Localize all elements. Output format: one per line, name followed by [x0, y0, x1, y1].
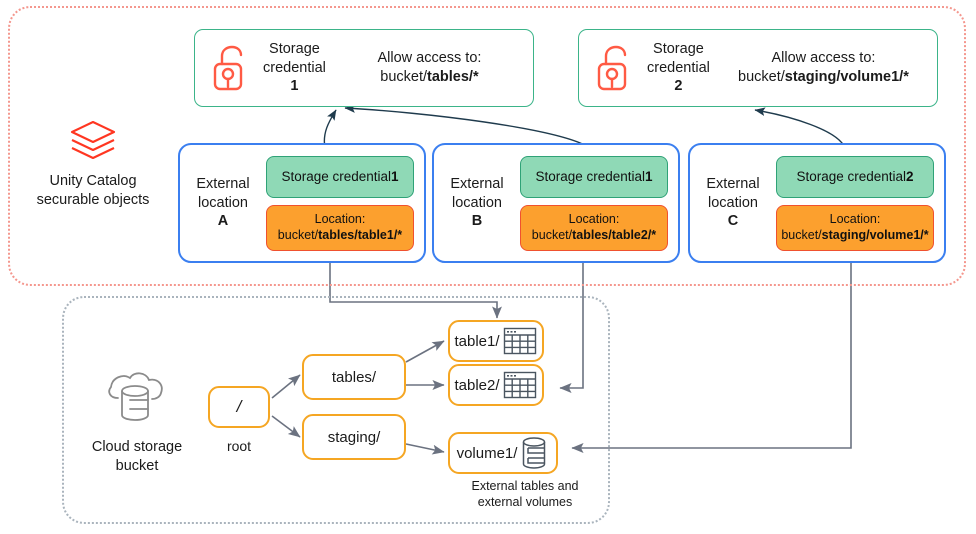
tree-node-table2[interactable]: table2/ [448, 364, 544, 406]
chip-location-b[interactable]: Location: bucket/tables/table2/* [520, 204, 668, 251]
allow-label: Allow access to: [377, 50, 482, 67]
external-tables-caption: External tables and external volumes [430, 478, 620, 511]
ext-letter: A [217, 213, 229, 230]
chip-credential-number: 2 [906, 169, 914, 184]
chip-location-prefix: bucket/ [781, 227, 822, 242]
tree-node-volume1-label: volume1/ [456, 444, 518, 462]
databricks-logo-icon [70, 120, 116, 160]
ext-name-line1: External [706, 175, 760, 192]
unlocked-padlock-icon [213, 45, 243, 91]
cloud-bucket-region [62, 296, 610, 524]
chip-storage-credential-c[interactable]: Storage credential 2 [776, 155, 934, 198]
ext-letter: C [727, 213, 739, 230]
tree-node-volume1[interactable]: volume1/ [448, 432, 558, 474]
ext-name-line2: location [452, 194, 502, 211]
cloud-bucket-label-line2: bucket [115, 457, 159, 474]
allow-label: Allow access to: [771, 50, 876, 67]
ext-name-line1: External [450, 175, 504, 192]
chip-location-value: bucket/staging/volume1/* [781, 228, 928, 244]
volume-cylinder-icon [523, 437, 546, 469]
tree-node-root-label: / [236, 397, 242, 416]
external-location-card-c[interactable]: External location C Storage credential 2… [688, 143, 946, 263]
external-location-name-a: External location A [180, 175, 266, 232]
allow-path: tables/* [427, 69, 479, 85]
caption-line1: External tables and [471, 479, 579, 493]
cloud-bucket-label: Cloud storage bucket [62, 368, 212, 475]
edge-extC-to-volume1 [571, 258, 852, 453]
chip-location-path: staging/volume1/* [821, 227, 929, 242]
external-location-chips-a: Storage credential 1 Location: bucket/ta… [266, 155, 424, 251]
table-grid-icon [503, 371, 536, 399]
external-location-name-c: External location C [690, 175, 776, 232]
external-location-chips-c: Storage credential 2 Location: bucket/st… [776, 155, 944, 251]
chip-location-label: Location: [314, 211, 366, 226]
tree-node-root-sublabel: root [226, 438, 252, 454]
chip-location-c[interactable]: Location: bucket/staging/volume1/* [776, 204, 934, 251]
chip-location-prefix: bucket/ [277, 227, 319, 242]
credential-title-1: Storage credential 1 [263, 40, 326, 97]
allow-path: staging/volume1/* [784, 69, 909, 85]
storage-credential-card-2[interactable]: Storage credential 2 Allow access to: bu… [578, 29, 938, 107]
tree-node-table2-label: table2/ [454, 376, 500, 394]
allow-prefix: bucket/ [738, 69, 785, 85]
chip-storage-credential-b[interactable]: Storage credential 1 [520, 155, 668, 198]
credential-title-2: Storage credential 2 [647, 40, 710, 97]
external-location-card-a[interactable]: External location A Storage credential 1… [178, 143, 426, 263]
chip-location-path: tables/table2/* [572, 227, 657, 242]
ext-name-line2: location [198, 194, 248, 211]
credential-title-line1: Storage [269, 40, 320, 57]
chip-location-label: Location: [829, 211, 881, 226]
chip-location-label: Location: [568, 211, 620, 226]
chip-location-a[interactable]: Location: bucket/tables/table1/* [266, 204, 414, 251]
chip-location-path: tables/table1/* [318, 227, 403, 242]
unity-catalog-region [8, 6, 966, 286]
credential-title-line1: Storage [653, 40, 704, 57]
tree-node-staging[interactable]: staging/ [302, 414, 406, 460]
allow-prefix: bucket/ [380, 69, 428, 85]
credential-title-line2: credential [263, 59, 326, 76]
cloud-database-icon [108, 372, 163, 421]
chip-location-prefix: bucket/ [531, 227, 573, 242]
credential-number: 2 [674, 78, 683, 95]
unlocked-padlock-icon [597, 45, 627, 91]
external-location-card-b[interactable]: External location B Storage credential 1… [432, 143, 680, 263]
storage-credential-card-1[interactable]: Storage credential 1 Allow access to: bu… [194, 29, 534, 107]
tree-node-table1-label: table1/ [454, 332, 500, 350]
chip-location-value: bucket/tables/table2/* [532, 228, 656, 244]
credential-number: 1 [290, 78, 299, 95]
caption-line2: external volumes [477, 495, 573, 510]
unity-catalog-label-line2: securable objects [36, 191, 150, 208]
ext-name-line1: External [196, 175, 250, 192]
chip-credential-number: 1 [391, 169, 399, 184]
chip-location-value: bucket/tables/table1/* [278, 228, 402, 244]
unity-catalog-label: Unity Catalog securable objects [18, 118, 168, 209]
ext-letter: B [471, 213, 483, 230]
table-grid-icon [503, 327, 536, 355]
chip-credential-prefix: Storage credential [535, 169, 646, 184]
tree-node-table1[interactable]: table1/ [448, 320, 544, 362]
credential-title-line2: credential [647, 59, 710, 76]
chip-credential-prefix: Storage credential [796, 169, 907, 184]
chip-storage-credential-a[interactable]: Storage credential 1 [266, 155, 414, 198]
chip-credential-number: 1 [645, 169, 653, 184]
ext-name-line2: location [708, 194, 758, 211]
external-location-name-b: External location B [434, 175, 520, 232]
tree-node-tables-label: tables/ [331, 368, 377, 386]
unity-catalog-label-line1: Unity Catalog [49, 173, 137, 189]
tree-node-staging-label: staging/ [327, 428, 381, 446]
credential-allow-2: Allow access to: bucket/staging/volume1/… [710, 49, 937, 87]
tree-node-tables[interactable]: tables/ [302, 354, 406, 400]
external-location-chips-b: Storage credential 1 Location: bucket/ta… [520, 155, 678, 251]
tree-node-root[interactable]: / [208, 386, 270, 428]
credential-allow-1: Allow access to: bucket/tables/* [326, 49, 533, 87]
chip-credential-prefix: Storage credential [281, 169, 392, 184]
cloud-bucket-label-line1: Cloud storage [91, 439, 183, 455]
